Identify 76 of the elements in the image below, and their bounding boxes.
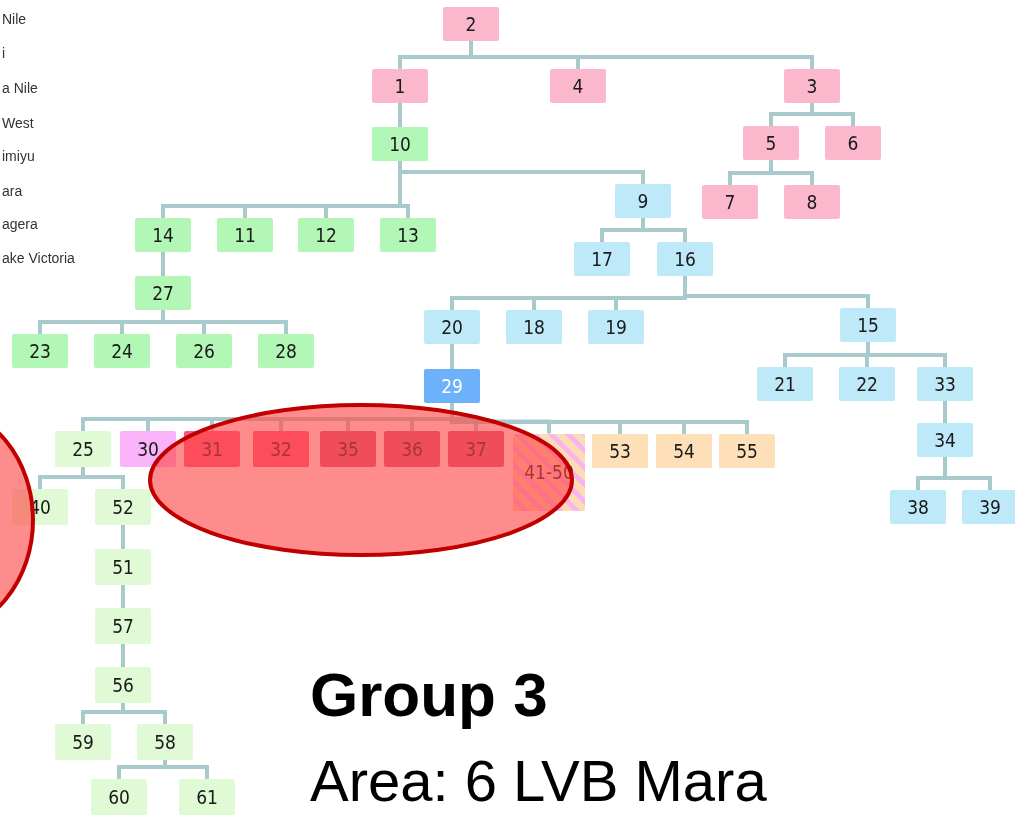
region-name: agera <box>2 217 38 231</box>
connector-line <box>641 218 687 242</box>
number-box: 12 <box>298 218 354 252</box>
region-name: ara <box>2 184 23 198</box>
number-box: 33 <box>917 367 973 401</box>
number-box: 31 <box>184 431 240 467</box>
number-box: 53 <box>592 434 648 468</box>
region-name: imiyu <box>2 149 35 163</box>
number-box: 52 <box>95 489 151 525</box>
connector-line <box>398 161 645 184</box>
number-box: 37 <box>448 431 504 467</box>
number-box: 61 <box>179 779 235 815</box>
number-box: 56 <box>95 667 151 703</box>
connector-line <box>469 41 814 69</box>
number-box: 7 <box>702 185 758 219</box>
number-box: 16 <box>657 242 713 276</box>
number-box: 2 <box>443 7 499 41</box>
number-box: 55 <box>719 434 775 468</box>
number-box: 11 <box>217 218 273 252</box>
connector-line <box>398 103 402 127</box>
region-name: a Nile <box>2 81 38 95</box>
connector-line <box>943 457 992 490</box>
number-box: 54 <box>656 434 712 468</box>
number-box: 20 <box>424 310 480 344</box>
number-box: 1 <box>372 69 428 103</box>
number-box: 60 <box>91 779 147 815</box>
connector-line <box>683 276 870 308</box>
number-box: 14 <box>135 218 191 252</box>
region-name: i <box>2 46 6 60</box>
number-box: 5 <box>743 126 799 160</box>
number-box: 19 <box>588 310 644 344</box>
number-box: 13 <box>380 218 436 252</box>
number-box: 32 <box>253 431 309 467</box>
connector-line <box>121 585 125 608</box>
connector-line <box>121 703 167 724</box>
region-name: ake Victoria <box>2 251 75 265</box>
number-box: 59 <box>55 724 111 760</box>
number-box: 24 <box>94 334 150 368</box>
connector-line <box>121 525 125 549</box>
number-box: 51 <box>95 549 151 585</box>
connector-line <box>161 252 165 276</box>
connector-line <box>121 644 125 667</box>
connector-line <box>769 160 814 185</box>
number-box: 28 <box>258 334 314 368</box>
number-box: 39 <box>962 490 1015 524</box>
number-box: 8 <box>784 185 840 219</box>
number-box: 4 <box>550 69 606 103</box>
number-box: 6 <box>825 126 881 160</box>
connector-line <box>163 760 209 779</box>
number-box: 3 <box>784 69 840 103</box>
number-box: 15 <box>840 308 896 342</box>
number-box: 29 <box>424 369 480 403</box>
connector-line <box>943 401 947 423</box>
number-box: 17 <box>574 242 630 276</box>
number-box: 36 <box>384 431 440 467</box>
number-box: 30 <box>120 431 176 467</box>
number-box: 22 <box>839 367 895 401</box>
number-box: 26 <box>176 334 232 368</box>
number-box: 58 <box>137 724 193 760</box>
number-box: 10 <box>372 127 428 161</box>
number-box: 23 <box>12 334 68 368</box>
connector-line <box>450 344 454 369</box>
number-box: 21 <box>757 367 813 401</box>
connector-line <box>81 467 125 489</box>
connector-line <box>866 342 947 367</box>
number-box: 27 <box>135 276 191 310</box>
number-box: 34 <box>917 423 973 457</box>
number-box: 57 <box>95 608 151 644</box>
number-box: 9 <box>615 184 671 218</box>
region-name: Nile <box>2 12 27 26</box>
region-name: West <box>2 116 34 130</box>
area-subtitle: Area: 6 LVB Mara <box>310 752 767 810</box>
number-box: 18 <box>506 310 562 344</box>
number-box: 38 <box>890 490 946 524</box>
number-box: 35 <box>320 431 376 467</box>
number-box: 25 <box>55 431 111 467</box>
